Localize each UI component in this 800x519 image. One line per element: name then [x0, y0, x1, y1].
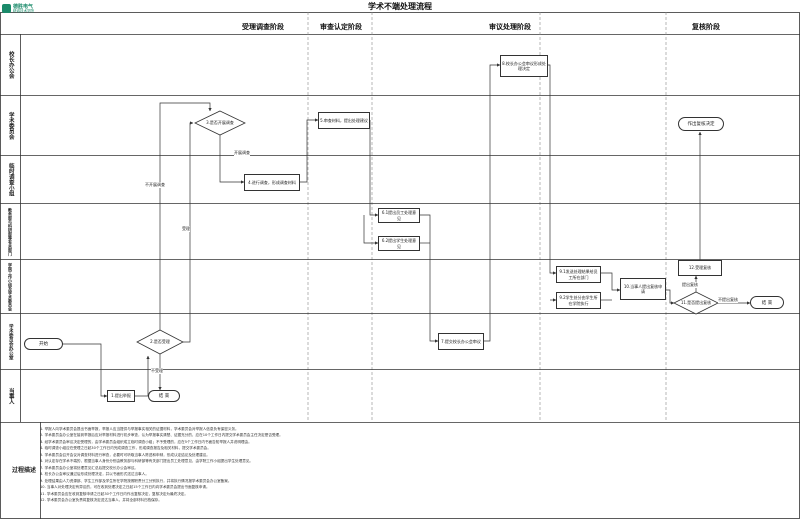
- remark-line: 8. 校长办公会审议通过后形成处理决定，并以书面形式送达当事人。: [40, 472, 149, 477]
- lane-label: 学术委员会: [0, 96, 20, 155]
- edge-label: 不受理: [151, 368, 163, 374]
- end-node-right: 结 束: [750, 296, 784, 309]
- process-student-opinion: 6.2提出学生处理意见: [378, 236, 420, 251]
- logo-line2: 精诚技术学院: [13, 9, 34, 13]
- phase-header: 审议处理阶段: [489, 23, 531, 31]
- lane-label-text: 教务部与科研部等有关部门: [8, 207, 13, 256]
- lane-label: 教务部与科研部等有关部门: [0, 204, 20, 259]
- edge-label: 提出复核: [682, 282, 698, 288]
- remarks-list: 1. 举报人向学术委员会提出书面举报，举报人应当提供与举报事实相关的证据材料，学…: [40, 426, 795, 503]
- remark-line: 11. 学术委员会应在收到复核申请之日起30个工作日内作出复核决定，复核决定为最…: [40, 491, 188, 496]
- lane-label-text: 学院工作小组及学术委员会: [8, 262, 13, 311]
- edge-label: 开展调查: [234, 150, 250, 156]
- phase-header: 审查认定阶段: [320, 23, 362, 31]
- remark-line: 7. 学术委员会办公室将处理意见汇总后提交校长办公会审议。: [40, 465, 139, 470]
- remark-line: 10. 当事人对处理决定有异议的，可在收到处理决定之日起15个工作日内向学术委员…: [40, 485, 210, 490]
- process-appeal: 10.当事人提出复核申请: [620, 278, 666, 300]
- process-investigate: 4.进行调查，形成调查材料: [244, 174, 300, 191]
- lane-label-text: 学术委员会办公室: [8, 323, 14, 360]
- lane-label: 校长办公会: [0, 35, 20, 95]
- remarks-title: 过程描述: [11, 467, 36, 474]
- diagram-title: 学术不端处理流程: [368, 2, 432, 11]
- decision-appeal-shape: [673, 291, 719, 315]
- process-recheck: 12.受理复核: [678, 260, 722, 276]
- remark-line: 9. 处理结果由人力资源部、学生工作部及学生所在学院按照职责分工分别执行，并将执…: [40, 478, 232, 483]
- process-staff-opinion: 6.1提出员工处理意见: [378, 208, 420, 223]
- remark-line: 1. 举报人向学术委员会提出书面举报，举报人应当提供与举报事实相关的证据材料，学…: [40, 427, 239, 431]
- end-node-left: 结 束: [148, 390, 180, 402]
- remark-line: 12. 学术委员会办公室负责将复核决定送达当事人，并将全部材料归档保存。: [40, 497, 162, 502]
- process-office-meeting: 7.提交校长办公会审议: [438, 333, 484, 350]
- remark-line: 5. 学术委员会召开会议对调查材料进行审查，必要时可听取当事人陈述和申辩，形成认…: [40, 452, 210, 457]
- decision-appeal: 11.是否提出复核: [680, 299, 712, 305]
- edge-label: 不开展调查: [145, 182, 165, 188]
- decision-investigate: 3.是否开展调查: [206, 119, 234, 125]
- remark-line: 4. 临时调查小组应在受理之日起30个工作日内完成调查工作，形成调查报告及相关材…: [40, 446, 211, 451]
- process-review: 5.审查材料，提出处理建议: [318, 112, 370, 129]
- lane-label-text: 临时调查小组: [7, 163, 14, 196]
- lane-label: 临时调查小组: [0, 156, 20, 203]
- logo-line1: 德胜电气: [13, 4, 34, 10]
- process-notify-staff: 9.1发送处理结果给员工所在部门: [556, 266, 601, 283]
- logo-mark-icon: [2, 4, 11, 13]
- start-node: 开始: [24, 338, 63, 350]
- phase-header: 受理调查阶段: [242, 23, 284, 31]
- lane-label: 学术委员会办公室: [0, 314, 20, 369]
- decision-accept: 2.是否受理: [150, 338, 170, 344]
- edge-label: 受理: [182, 226, 190, 232]
- remark-line: 2. 学术委员会办公室在接到举报后应对举报材料进行初步审查，认为举报事实清楚、证…: [40, 433, 283, 438]
- lane-label-text: 校长办公会: [7, 51, 14, 79]
- remark-line: 6. 对认定存在学术不端的，根据当事人身份分别由教务部与科研部等有关部门提出员工…: [40, 459, 254, 464]
- lane-label-text: 学术委员会: [7, 111, 14, 140]
- lane-label-text: 当事人: [7, 387, 14, 405]
- phase-header: 复核阶段: [692, 23, 720, 31]
- recheck-conclusion: 作出复核决定: [678, 117, 724, 131]
- remark-line: 3. 经学术委员会审议决定受理的，由学术委员会组织成立临时调查小组；不予受理的，…: [40, 439, 252, 444]
- process-report: 1.提出举报: [107, 390, 135, 402]
- organization-logo: 德胜电气 精诚技术学院: [2, 3, 54, 15]
- lane-label: 当事人: [0, 370, 20, 422]
- process-notify-student: 9.2学生处分由学生所在学院执行: [556, 292, 601, 309]
- edge-label: 不提出复核: [718, 297, 738, 303]
- lane-label: 学院工作小组及学术委员会: [0, 260, 20, 313]
- process-principal-decision: 8.校长办公会审议形成处理决定: [500, 55, 548, 77]
